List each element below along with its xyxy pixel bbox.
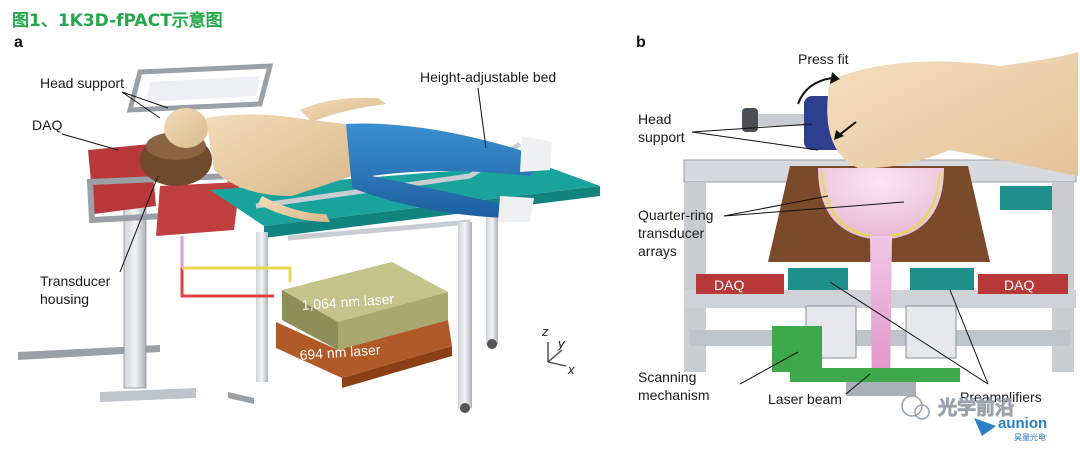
press-fit-arrow [797, 77, 833, 105]
daq-bar-right [978, 274, 1068, 294]
rotary-bracket-right [905, 305, 957, 359]
person-arm-up [300, 97, 386, 122]
axis-x-line [547, 361, 567, 367]
leader-line [691, 131, 819, 151]
person-legs [346, 123, 542, 218]
leader-line [691, 123, 813, 133]
daq-bar-left [696, 274, 784, 294]
press-fit-arrowhead [830, 72, 840, 84]
label-transducer-line2: housing [40, 291, 89, 307]
column-base [100, 388, 196, 402]
quarter-ring-right [889, 171, 941, 237]
panel-a-letter: a [14, 34, 23, 51]
bed-rail-front [287, 219, 471, 241]
laser-694-edge [342, 346, 452, 388]
person-torso [206, 114, 352, 196]
label-transducer-line1: Transducer [40, 273, 111, 289]
label-daq-left: DAQ [714, 277, 744, 293]
leader-line [949, 289, 989, 385]
inner-arrowhead [834, 130, 844, 140]
bed-leg-1 [256, 232, 268, 382]
preamp-block-side [1000, 186, 1052, 210]
laser-1064-side [282, 290, 338, 350]
leader-line [723, 195, 829, 217]
person-foot [520, 136, 552, 172]
person-foot [498, 196, 534, 222]
label-daq-right: DAQ [1004, 277, 1034, 293]
axis-x-label: x [567, 362, 575, 377]
laser-1064-front [338, 292, 448, 350]
label-quarter-ring-line3: arrays [638, 243, 677, 259]
panel-b: Press fit Head support Quarter-ring tran… [638, 51, 1078, 442]
frame-left-post [684, 182, 706, 372]
caster [460, 403, 470, 413]
label-laser-beam: Laser beam [768, 391, 842, 407]
laser-694-box [276, 320, 452, 378]
head-frame-top [126, 63, 274, 113]
caster [487, 339, 497, 349]
bed-leg-2 [458, 222, 472, 408]
red-beam-path [180, 268, 274, 298]
axis-y-label: y [557, 336, 566, 351]
wechat-icon-inner [914, 404, 930, 420]
person-arm-down [258, 196, 330, 222]
floor-foot [228, 392, 254, 404]
brand-name: aunion [998, 415, 1047, 432]
label-head-support: Head support [40, 75, 124, 91]
person-head [164, 108, 208, 148]
axis-z-label: z [541, 324, 549, 339]
brand-subtitle: 昊量光电 [1014, 432, 1046, 442]
quarter-ring-left [821, 171, 873, 237]
preamp-block-right [910, 268, 974, 290]
panel-a: z y x Head support DAQ Height-adjustable… [18, 63, 600, 413]
label-laser-1064: 1,064 nm laser [301, 291, 395, 313]
leader-line [829, 281, 989, 385]
wechat-icon [901, 395, 923, 417]
head-frame-plate [146, 76, 260, 102]
yellow-beam-path [182, 266, 292, 282]
leader-line [477, 87, 487, 149]
label-scanning-line1: Scanning [638, 369, 696, 385]
scanner-base [846, 382, 916, 396]
label-head-b-line2: support [638, 129, 685, 145]
label-quarter-ring-line2: transducer [638, 225, 704, 241]
scanner-plate [790, 368, 960, 382]
bed-leg-3 [486, 204, 498, 344]
label-laser-694: 694 nm laser [299, 341, 381, 363]
label-preamplifiers: Preamplifiers [960, 389, 1042, 405]
preamp-block-left [788, 268, 848, 290]
support-column [123, 195, 147, 389]
subject-head-body [827, 52, 1078, 176]
label-press-fit: Press fit [798, 51, 849, 67]
leader-line [121, 91, 161, 119]
inner-arrow [837, 121, 857, 137]
scanner-motor [772, 326, 822, 372]
label-quarter-ring-line1: Quarter-ring [638, 207, 713, 223]
leader-line [121, 91, 169, 109]
label-bed: Height-adjustable bed [420, 69, 556, 85]
figure-title: 图1、1K3D-fPACT示意图 [12, 11, 223, 31]
laser-beam-column [870, 236, 892, 392]
leader-line [723, 201, 905, 217]
label-head-b-line1: Head [638, 111, 671, 127]
label-daq: DAQ [32, 117, 62, 133]
clamp-knob [742, 108, 758, 132]
brand-logo-icon [974, 418, 996, 436]
laser-1064-top [282, 262, 448, 322]
label-scanning-line2: mechanism [638, 387, 710, 403]
leader-line [61, 133, 119, 151]
clamp-rod [758, 114, 804, 126]
watermark-text: 光学前沿 [937, 396, 1014, 419]
leader-line [739, 351, 799, 385]
leader-line [845, 373, 871, 395]
leader-line [119, 175, 159, 273]
panel-b-letter: b [636, 34, 646, 51]
axis-y-line [547, 349, 563, 363]
